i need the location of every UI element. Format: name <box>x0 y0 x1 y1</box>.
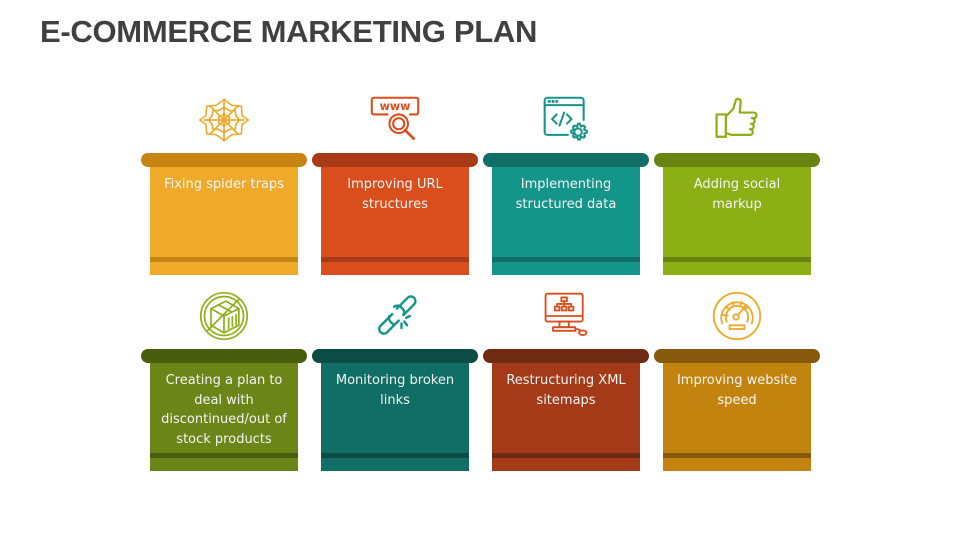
spider-web-icon <box>198 94 250 146</box>
plan-card: Restructuring XML sitemaps <box>483 286 653 476</box>
broken-link-icon <box>369 290 421 342</box>
card-body: Creating a plan to deal with discontinue… <box>150 363 298 471</box>
card-label: Restructuring XML sitemaps <box>506 373 626 408</box>
plan-card: Adding social markup <box>654 90 824 280</box>
card-body: Improving website speed <box>663 363 811 471</box>
svg-text:www: www <box>380 100 411 113</box>
card-label: Improving URL structures <box>347 177 443 212</box>
plan-card: Improving website speed <box>654 286 824 476</box>
plan-card: Monitoring broken links <box>312 286 482 476</box>
card-stripe <box>321 453 469 458</box>
card-header-bar <box>141 153 307 167</box>
card-body: Implementing structured data <box>492 167 640 275</box>
card-header-bar <box>312 349 478 363</box>
card-header-bar <box>483 349 649 363</box>
card-stripe <box>150 257 298 262</box>
card-stripe <box>492 453 640 458</box>
card-body: Restructuring XML sitemaps <box>492 363 640 471</box>
discontinued-box-icon <box>198 290 250 342</box>
www-search-icon: www <box>369 94 421 146</box>
code-settings-icon <box>540 94 592 146</box>
card-stripe <box>663 453 811 458</box>
plan-card: Creating a plan to deal with discontinue… <box>141 286 311 476</box>
sitemap-monitor-icon <box>540 290 592 342</box>
card-label: Fixing spider traps <box>164 177 284 192</box>
thumbs-up-icon <box>711 94 763 146</box>
card-stripe <box>150 453 298 458</box>
card-header-bar <box>483 153 649 167</box>
card-header-bar <box>654 153 820 167</box>
card-body: Improving URL structures <box>321 167 469 275</box>
card-header-bar <box>312 153 478 167</box>
speedometer-icon <box>711 290 763 342</box>
plan-card: Implementing structured data <box>483 90 653 280</box>
card-stripe <box>492 257 640 262</box>
card-label: Adding social markup <box>693 177 781 212</box>
card-header-bar <box>654 349 820 363</box>
card-body: Fixing spider traps <box>150 167 298 275</box>
card-body: Monitoring broken links <box>321 363 469 471</box>
card-label: Implementing structured data <box>515 177 617 212</box>
card-header-bar <box>141 349 307 363</box>
card-label: Improving website speed <box>676 373 798 408</box>
plan-card: www Improving URL structures <box>312 90 482 280</box>
card-label: Creating a plan to deal with discontinue… <box>161 373 287 447</box>
card-stripe <box>321 257 469 262</box>
card-label: Monitoring broken links <box>335 373 455 408</box>
card-stripe <box>663 257 811 262</box>
card-body: Adding social markup <box>663 167 811 275</box>
page-title: E-COMMERCE MARKETING PLAN <box>40 14 538 49</box>
plan-card: Fixing spider traps <box>141 90 311 280</box>
